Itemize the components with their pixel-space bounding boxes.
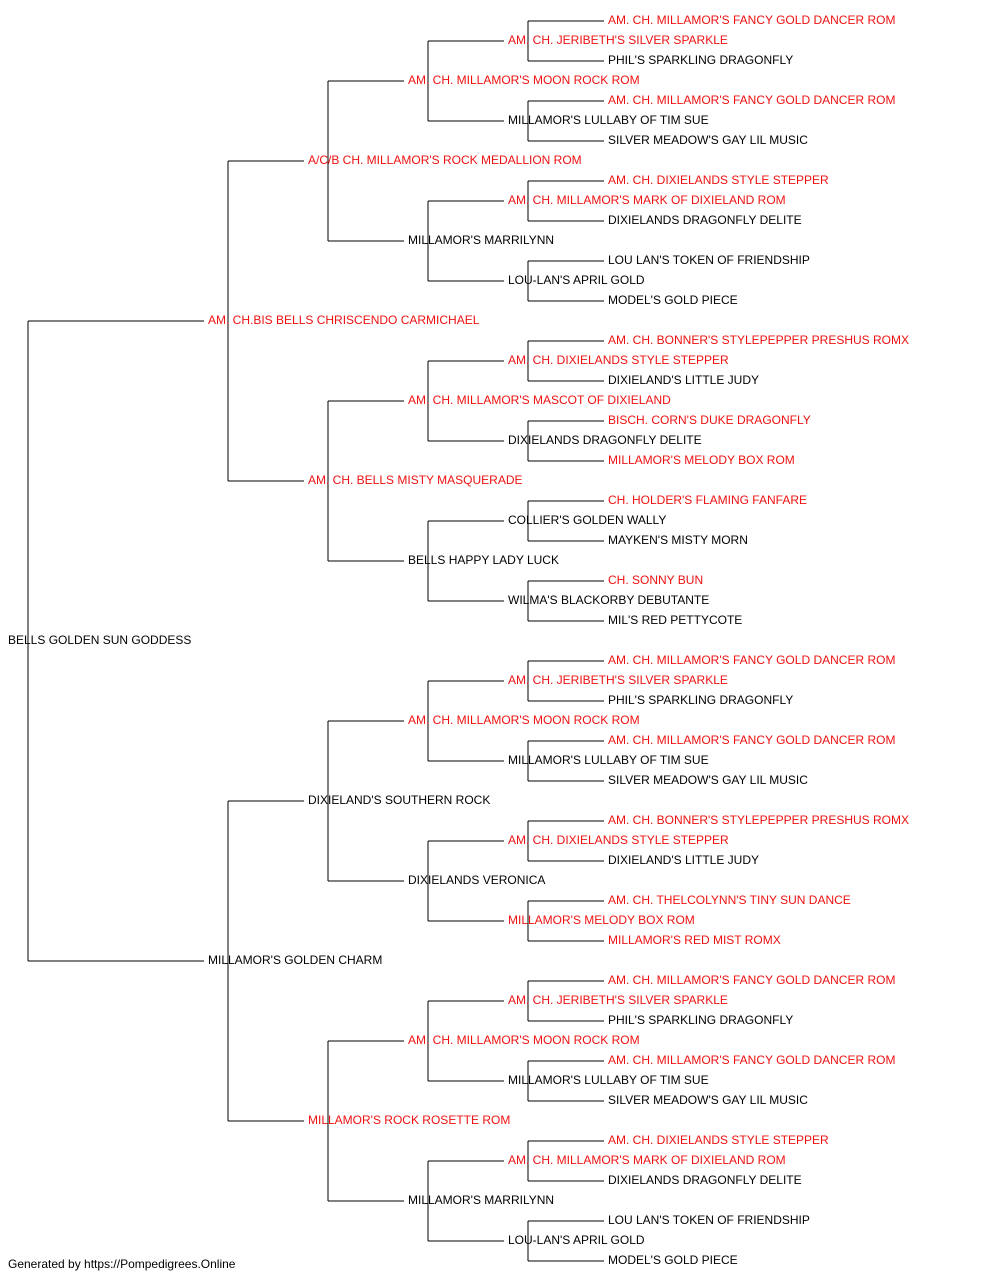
gen5-ancestor-name: AM. CH. MILLAMOR'S FANCY GOLD DANCER ROM xyxy=(608,93,895,107)
gen3-ancestor-name: AM. CH. MILLAMOR'S MASCOT OF DIXIELAND xyxy=(408,393,671,407)
gen5-ancestor-name: AM. CH. MILLAMOR'S FANCY GOLD DANCER ROM xyxy=(608,653,895,667)
gen5-ancestor-name: SILVER MEADOW'S GAY LIL MUSIC xyxy=(608,773,808,787)
sire-name: AM. CH.BIS BELLS CHRISCENDO CARMICHAEL xyxy=(208,313,480,327)
gen3-ancestor-name: AM. CH. MILLAMOR'S MOON ROCK ROM xyxy=(408,1033,640,1047)
gen5-ancestor-name: DIXIELAND'S LITTLE JUDY xyxy=(608,853,759,867)
gen4-ancestor-name: COLLIER'S GOLDEN WALLY xyxy=(508,513,666,527)
gen4-ancestor-name: MILLAMOR'S MELODY BOX ROM xyxy=(508,913,695,927)
gen5-ancestor-name: AM. CH. THELCOLYNN'S TINY SUN DANCE xyxy=(608,893,851,907)
gen5-ancestor-name: AM. CH. MILLAMOR'S FANCY GOLD DANCER ROM xyxy=(608,1053,895,1067)
gen4-ancestor-name: AM. CH. MILLAMOR'S MARK OF DIXIELAND ROM xyxy=(508,193,786,207)
footer-credit: Generated by https://Pompedigrees.Online xyxy=(8,1257,236,1271)
grandsire-name: A/C/B CH. MILLAMOR'S ROCK MEDALLION ROM xyxy=(308,153,582,167)
gen4-ancestor-name: WILMA'S BLACKORBY DEBUTANTE xyxy=(508,593,709,607)
gen5-ancestor-name: MODEL'S GOLD PIECE xyxy=(608,293,738,307)
gen5-ancestor-name: DIXIELAND'S LITTLE JUDY xyxy=(608,373,759,387)
gen3-ancestor-name: DIXIELANDS VERONICA xyxy=(408,873,545,887)
gen5-ancestor-name: AM. CH. BONNER'S STYLEPEPPER PRESHUS ROM… xyxy=(608,333,909,347)
gen5-ancestor-name: LOU LAN'S TOKEN OF FRIENDSHIP xyxy=(608,253,810,267)
gen4-ancestor-name: MILLAMOR'S LULLABY OF TIM SUE xyxy=(508,1073,709,1087)
gen3-ancestor-name: MILLAMOR'S MARRILYNN xyxy=(408,1193,554,1207)
gen4-ancestor-name: AM. CH. JERIBETH'S SILVER SPARKLE xyxy=(508,993,728,1007)
granddam-name: MILLAMOR'S ROCK ROSETTE ROM xyxy=(308,1113,510,1127)
gen5-ancestor-name: CH. SONNY BUN xyxy=(608,573,703,587)
gen5-ancestor-name: PHIL'S SPARKLING DRAGONFLY xyxy=(608,693,793,707)
gen4-ancestor-name: LOU-LAN'S APRIL GOLD xyxy=(508,273,645,287)
gen5-ancestor-name: MAYKEN'S MISTY MORN xyxy=(608,533,748,547)
gen5-ancestor-name: BISCH. CORN'S DUKE DRAGONFLY xyxy=(608,413,811,427)
gen5-ancestor-name: PHIL'S SPARKLING DRAGONFLY xyxy=(608,53,793,67)
gen5-ancestor-name: SILVER MEADOW'S GAY LIL MUSIC xyxy=(608,133,808,147)
gen4-ancestor-name: AM. CH. DIXIELANDS STYLE STEPPER xyxy=(508,353,729,367)
gen4-ancestor-name: DIXIELANDS DRAGONFLY DELITE xyxy=(508,433,702,447)
gen5-ancestor-name: AM. CH. DIXIELANDS STYLE STEPPER xyxy=(608,173,829,187)
gen5-ancestor-name: AM. CH. MILLAMOR'S FANCY GOLD DANCER ROM xyxy=(608,733,895,747)
gen5-ancestor-name: DIXIELANDS DRAGONFLY DELITE xyxy=(608,1173,802,1187)
gen3-ancestor-name: AM. CH. MILLAMOR'S MOON ROCK ROM xyxy=(408,713,640,727)
dam-name: MILLAMOR'S GOLDEN CHARM xyxy=(208,953,382,967)
gen5-ancestor-name: CH. HOLDER'S FLAMING FANFARE xyxy=(608,493,807,507)
gen4-ancestor-name: AM. CH. JERIBETH'S SILVER SPARKLE xyxy=(508,33,728,47)
gen5-ancestor-name: DIXIELANDS DRAGONFLY DELITE xyxy=(608,213,802,227)
subject-name: BELLS GOLDEN SUN GODDESS xyxy=(8,633,191,647)
gen5-ancestor-name: MODEL'S GOLD PIECE xyxy=(608,1253,738,1267)
gen3-ancestor-name: BELLS HAPPY LADY LUCK xyxy=(408,553,559,567)
gen5-ancestor-name: AM. CH. BONNER'S STYLEPEPPER PRESHUS ROM… xyxy=(608,813,909,827)
gen4-ancestor-name: MILLAMOR'S LULLABY OF TIM SUE xyxy=(508,753,709,767)
gen3-ancestor-name: AM. CH. MILLAMOR'S MOON ROCK ROM xyxy=(408,73,640,87)
gen5-ancestor-name: MILLAMOR'S MELODY BOX ROM xyxy=(608,453,795,467)
gen5-ancestor-name: SILVER MEADOW'S GAY LIL MUSIC xyxy=(608,1093,808,1107)
gen4-ancestor-name: AM. CH. MILLAMOR'S MARK OF DIXIELAND ROM xyxy=(508,1153,786,1167)
gen4-ancestor-name: AM. CH. DIXIELANDS STYLE STEPPER xyxy=(508,833,729,847)
gen5-ancestor-name: MIL'S RED PETTYCOTE xyxy=(608,613,742,627)
gen5-ancestor-name: AM. CH. MILLAMOR'S FANCY GOLD DANCER ROM xyxy=(608,973,895,987)
gen5-ancestor-name: LOU LAN'S TOKEN OF FRIENDSHIP xyxy=(608,1213,810,1227)
gen5-ancestor-name: AM. CH. DIXIELANDS STYLE STEPPER xyxy=(608,1133,829,1147)
gen5-ancestor-name: MILLAMOR'S RED MIST ROMX xyxy=(608,933,781,947)
gen5-ancestor-name: PHIL'S SPARKLING DRAGONFLY xyxy=(608,1013,793,1027)
grandsire-name: DIXIELAND'S SOUTHERN ROCK xyxy=(308,793,490,807)
gen4-ancestor-name: MILLAMOR'S LULLABY OF TIM SUE xyxy=(508,113,709,127)
gen4-ancestor-name: LOU-LAN'S APRIL GOLD xyxy=(508,1233,645,1247)
granddam-name: AM. CH. BELLS MISTY MASQUERADE xyxy=(308,473,523,487)
gen3-ancestor-name: MILLAMOR'S MARRILYNN xyxy=(408,233,554,247)
gen5-ancestor-name: AM. CH. MILLAMOR'S FANCY GOLD DANCER ROM xyxy=(608,13,895,27)
gen4-ancestor-name: AM. CH. JERIBETH'S SILVER SPARKLE xyxy=(508,673,728,687)
